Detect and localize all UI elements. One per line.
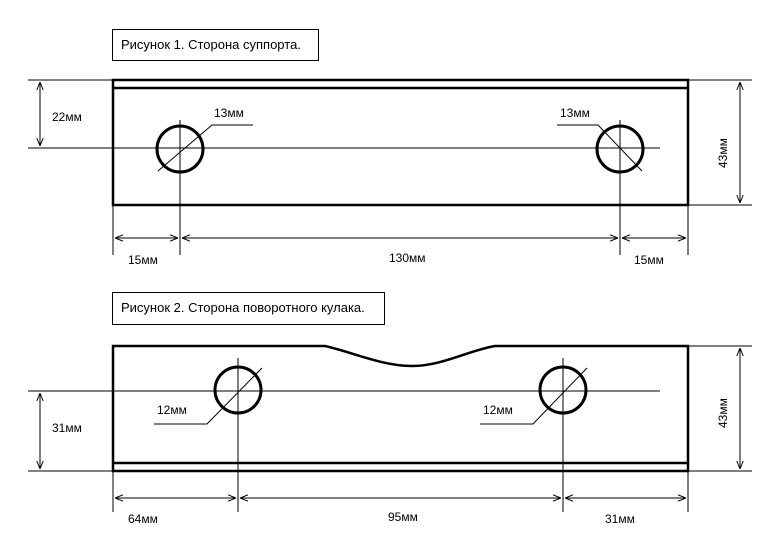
figure1-caption-text: Рисунок 1. Сторона суппорта.	[121, 37, 301, 52]
figure1-label-height-left: 22мм	[52, 110, 82, 124]
figure1-label-hole-right: 13мм	[560, 106, 590, 120]
figure1-drawing: 22мм 13мм 13мм 43мм 15мм 130мм 15мм	[28, 78, 752, 267]
figure1-label-hole-left: 13мм	[214, 106, 244, 120]
figure2-label-hole-left: 12мм	[157, 403, 187, 417]
figure1-label-dim-middle: 130мм	[389, 251, 426, 265]
figure2-label-hole-right: 12мм	[483, 403, 513, 417]
figure2-label-dim-right: 31мм	[605, 512, 635, 526]
figure1-plate-outline	[111, 78, 690, 207]
figure1-leader-hole-left	[157, 124, 253, 172]
figure2-label-height-right: 43мм	[716, 398, 730, 428]
figure2-caption-text: Рисунок 2. Сторона поворотного кулака.	[121, 300, 365, 315]
figure2-caption: Рисунок 2. Сторона поворотного кулака.	[112, 292, 385, 325]
figure1-label-dim-left: 15мм	[128, 253, 158, 267]
figure2-leader-hole-left	[154, 367, 263, 425]
figure1-leader-hole-right	[557, 124, 643, 172]
figure2-drawing: 31мм 12мм 12мм 43мм 64мм 95мм 31мм	[28, 344, 752, 526]
figure1-caption: Рисунок 1. Сторона суппорта.	[112, 29, 319, 61]
figure1-label-height-right: 43мм	[716, 138, 730, 168]
figure2-leader-hole-right	[480, 367, 588, 425]
figure2-plate-outline	[111, 344, 690, 473]
figure1-label-dim-right: 15мм	[634, 253, 664, 267]
figure2-label-dim-left: 64мм	[128, 512, 158, 526]
figure2-label-dim-middle: 95мм	[388, 510, 418, 524]
figure2-label-height-left: 31мм	[52, 421, 82, 435]
